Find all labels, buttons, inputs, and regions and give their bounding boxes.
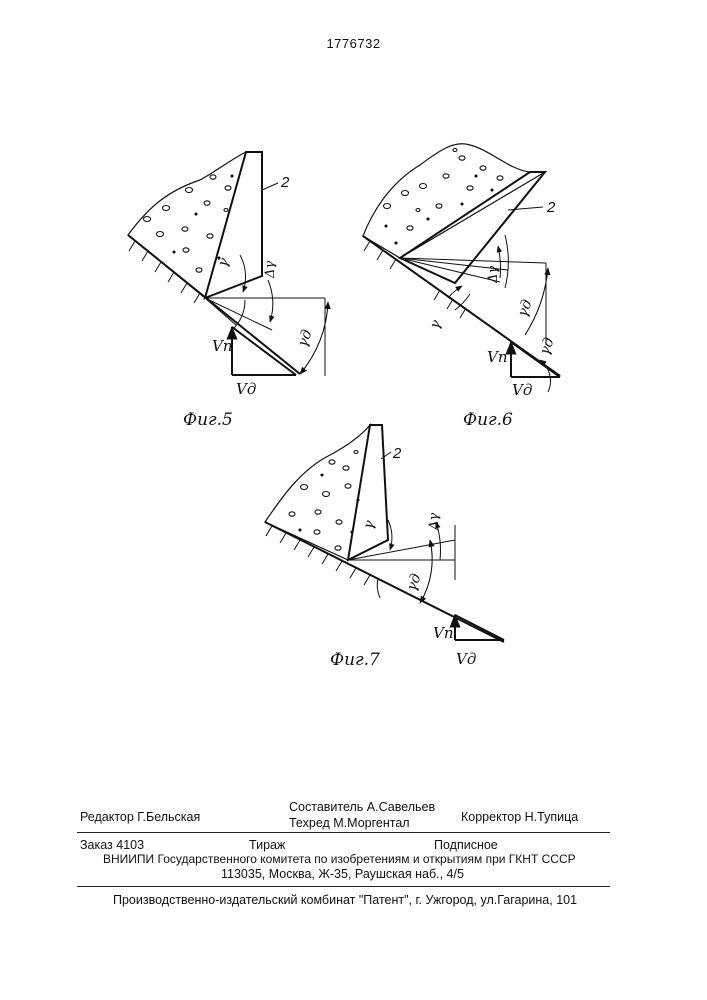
- colophon-corrector: Корректор Н.Тупица: [461, 810, 578, 824]
- figure-7-angle-gamma-d: γд: [404, 572, 425, 594]
- colophon-circulation: Тираж: [249, 838, 285, 852]
- colophon-compiler: Составитель А.Савельев: [289, 800, 435, 814]
- figure-7-angle-delta-gamma: Δγ: [427, 513, 442, 531]
- figure-7-drawing: [265, 425, 504, 642]
- figure-6-angle-delta-gamma: Δγ: [486, 266, 501, 284]
- figure-7-velocity-vp: Vп: [433, 624, 454, 642]
- figure-7-angle-gamma: γ: [360, 518, 378, 531]
- figure-5-caption: Фиг.5: [183, 410, 233, 430]
- ground-hatching-7: [266, 526, 370, 585]
- ground-hatching-6: [364, 241, 466, 318]
- figure-7-caption: Фиг.7: [330, 650, 380, 670]
- figure-7-velocity-vd: Vд: [456, 650, 476, 668]
- colophon-rule-bottom: [77, 886, 610, 887]
- figure-7-part-label: 2: [392, 445, 402, 462]
- colophon-techred: Техред М.Моргентал: [289, 816, 410, 830]
- figure-6-angle-gamma: γ: [427, 317, 445, 331]
- figure-6-caption: Фиг.6: [463, 410, 513, 430]
- figure-5-angle-gamma: γ: [215, 255, 233, 269]
- colophon-publisher: Производственно-издательский комбинат "П…: [113, 893, 577, 907]
- figure-5-velocity-vd: Vд: [236, 380, 256, 398]
- colophon-rule-top: [77, 832, 610, 833]
- figure-5-angle-delta-gamma: Δγ: [263, 261, 278, 279]
- colophon-address: 113035, Москва, Ж-35, Раушская наб., 4/5: [221, 867, 464, 881]
- colophon-order: Заказ 4103: [80, 838, 144, 852]
- figure-5-angle-gamma-d: γд: [295, 328, 316, 350]
- colophon-institute: ВНИИПИ Государственного комитета по изоб…: [103, 852, 576, 866]
- colophon-editor: Редактор Г.Бельская: [80, 810, 200, 824]
- figure-6-angle-gamma-d-lower: γд: [537, 336, 558, 358]
- figure-5-part-label: 2: [280, 174, 290, 191]
- figure-6-angle-gamma-d-upper: γд: [515, 298, 536, 320]
- figure-6-velocity-vp: Vп: [487, 348, 508, 366]
- colophon-subscription: Подписное: [434, 838, 498, 852]
- figure-6-part-label: 2: [546, 199, 556, 216]
- soil-dots-7: [289, 451, 359, 551]
- figure-6-velocity-vd: Vд: [512, 381, 532, 399]
- figure-6-drawing: [363, 144, 560, 392]
- figure-5-velocity-vp: Vп: [212, 337, 233, 355]
